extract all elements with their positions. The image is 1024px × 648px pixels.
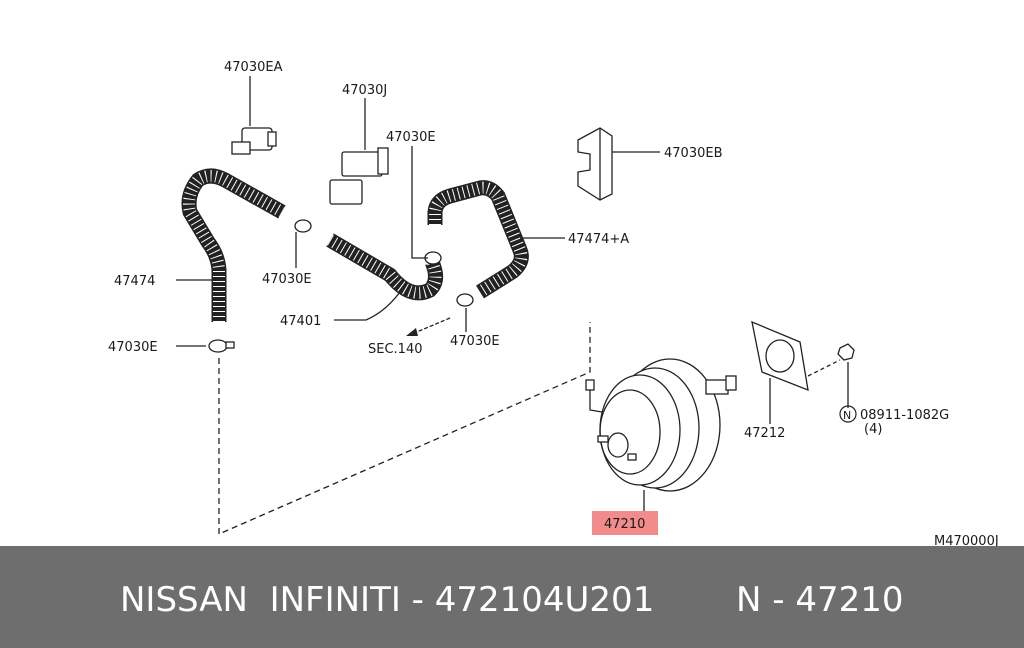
clamp-icon <box>208 219 474 353</box>
label-47474: 47474 <box>114 274 155 289</box>
bracket-47030eb-icon <box>577 127 613 201</box>
label-47030ea: 47030EA <box>224 60 283 75</box>
footer-ref: N - 47210 <box>736 580 904 620</box>
dashed-lines <box>218 322 841 535</box>
footer-bar: NISSAN INFINITI - 472104U201 N - 47210 <box>0 546 1024 648</box>
leader-lines <box>176 76 849 512</box>
label-47030j: 47030J <box>342 83 387 98</box>
label-47212: 47212 <box>744 426 785 441</box>
pipe-47401 <box>326 233 443 301</box>
booster-label-highlight <box>592 511 658 535</box>
parts-diagram: 47030EA 47030J 47030E 47030EB 47474+A 47… <box>108 60 999 546</box>
clip-47030ea-icon <box>231 127 277 155</box>
label-ref-m470000j: M470000J <box>934 534 999 546</box>
label-47030eb: 47030EB <box>664 146 723 161</box>
sec-arrow-icon <box>406 317 451 336</box>
footer-part-number: NISSAN INFINITI - 472104U201 <box>120 580 655 620</box>
label-sec140: SEC.140 <box>368 342 423 357</box>
label-47401: 47401 <box>280 314 321 329</box>
label-47474a: 47474+A <box>568 232 629 247</box>
clip-47030j-icon <box>329 147 389 205</box>
label-47210: 47210 <box>604 517 645 532</box>
label-08911-1082g: 08911-1082G <box>860 408 949 423</box>
label-47030e-left: 47030E <box>108 340 158 355</box>
label-nut-prefix: N <box>843 409 851 422</box>
hose-47474a <box>427 180 529 299</box>
hose-47474 <box>181 168 286 322</box>
label-47030e-top: 47030E <box>386 130 436 145</box>
gasket-47212-icon <box>751 320 809 392</box>
nut-prefix-circle <box>839 405 857 423</box>
label-nut-qty: (4) <box>864 422 882 437</box>
nut-icon <box>837 343 855 361</box>
label-47030e-mid: 47030E <box>262 272 312 287</box>
brake-booster-icon <box>585 358 737 492</box>
label-47030e-right: 47030E <box>450 334 500 349</box>
